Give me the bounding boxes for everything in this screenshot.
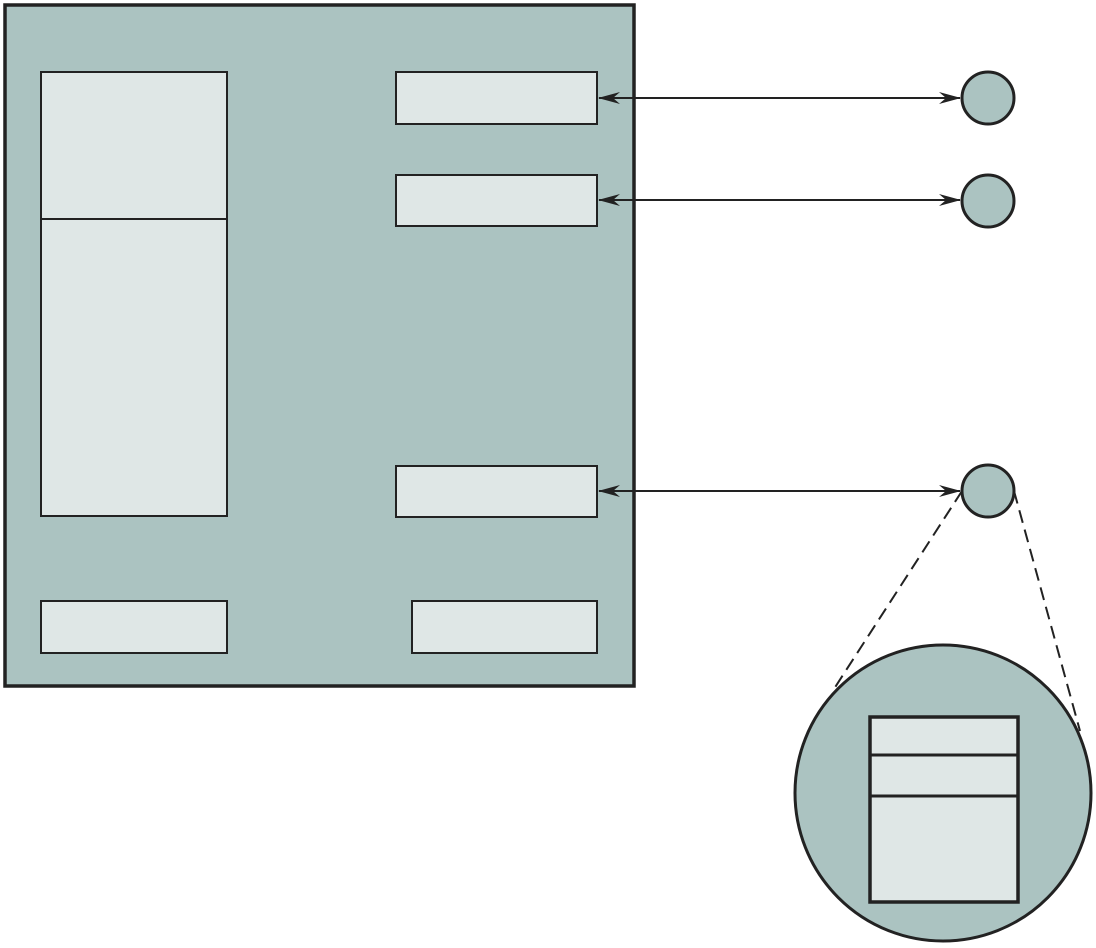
magnified-table [868,715,1020,904]
left-column-upper-section [40,71,228,220]
zoom-line-right [1013,490,1081,732]
bottom-box-right [411,600,598,654]
right-box-2 [395,174,598,227]
bottom-box-left [40,600,228,654]
left-column-lower-section [40,218,228,517]
node-1 [960,70,1016,126]
node-3 [960,463,1016,519]
right-box-3 [395,465,598,518]
right-box-1 [395,71,598,125]
node-2 [960,173,1016,229]
